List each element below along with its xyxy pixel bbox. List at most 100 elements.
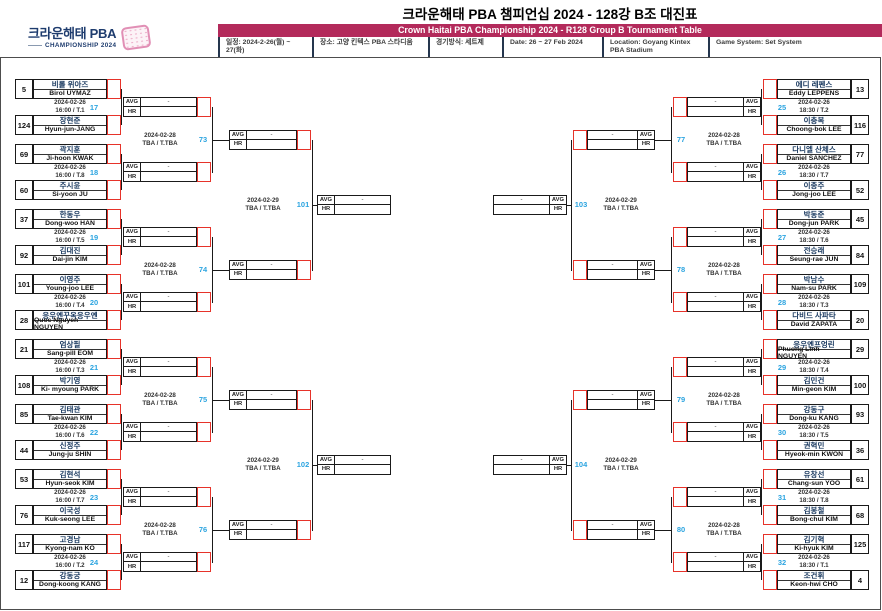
score-box	[107, 245, 121, 265]
match-venue: TBA / T.TBA	[706, 529, 742, 537]
connector-line	[312, 204, 317, 206]
connector-line	[655, 269, 671, 271]
player-name-en: Birol UYMAZ	[49, 89, 91, 97]
match-number: 29	[777, 362, 787, 372]
player-name-kr: 곽지훈	[34, 145, 106, 155]
match-venue: TBA / T.TBA	[142, 399, 178, 407]
avg-value: -	[688, 488, 743, 497]
match-number: 31	[777, 492, 787, 502]
match-venue: 18:30 / T.1	[799, 562, 829, 569]
winner-notch	[673, 487, 687, 507]
player-name-en: Seung-rae JUN	[789, 255, 839, 263]
winner-box-r2: AVG-HR	[123, 227, 197, 247]
avg-label: AVG	[743, 163, 760, 172]
match-date: 2024-02-28	[708, 261, 740, 269]
player-name-en: Hyun-seok KIM	[45, 479, 95, 487]
match-date: 2024-02-26	[54, 229, 86, 236]
connector-line	[121, 154, 122, 190]
hr-value	[494, 465, 549, 474]
connector-line	[761, 154, 762, 190]
info-gamesystem-kr: 경기방식: 세트제	[428, 37, 502, 57]
player-seed: 76	[15, 505, 33, 525]
player-name-kr: 조건휘	[778, 571, 850, 581]
avg-value: -	[141, 163, 196, 172]
winner-box-r4: AVG-HR	[317, 454, 391, 475]
hr-label: HR	[637, 269, 654, 279]
player-name-en: Min-geon KIM	[791, 385, 837, 393]
player-name-en: Hyeok-min KWON	[784, 450, 844, 458]
score-box	[763, 469, 777, 489]
avg-value: -	[247, 521, 296, 530]
logo-title: 크라운해태 PBA	[28, 25, 117, 41]
player-name-en: Dong-jun PARK	[788, 219, 840, 227]
connector-line	[655, 529, 671, 531]
player-seed: 44	[15, 440, 33, 460]
winner-box-r2: AVG-HR	[123, 292, 197, 312]
hr-label: HR	[230, 529, 247, 539]
match-venue: TBA / T.TBA	[142, 529, 178, 537]
avg-value: -	[335, 456, 390, 465]
player-seed: 37	[15, 209, 33, 229]
winner-notch	[673, 97, 687, 117]
match-venue: 16:00 / T.1	[55, 107, 85, 114]
player-seed: 68	[851, 505, 869, 525]
score-box	[107, 79, 121, 99]
player-name-kr: 권혁민	[778, 441, 850, 451]
score-box	[107, 505, 121, 525]
connector-line	[121, 89, 122, 125]
winner-notch	[297, 389, 311, 410]
winner-notch	[673, 422, 687, 442]
match-number: 17	[89, 102, 99, 112]
hr-value	[141, 302, 196, 311]
match-venue: 18:30 / T.6	[799, 237, 829, 244]
hr-value	[688, 367, 743, 376]
connector-line	[567, 204, 571, 206]
winner-box-r2: AVG-HR	[123, 97, 197, 117]
hr-label: HR	[124, 367, 141, 376]
match-number: 102	[296, 460, 310, 469]
winner-notch	[573, 259, 587, 280]
player-name-kr: 김봉철	[778, 506, 850, 516]
hr-label: HR	[743, 237, 760, 246]
player-name-en: Kyong-nam KO	[45, 544, 95, 552]
hr-label: HR	[318, 464, 335, 474]
match-number: 19	[89, 232, 99, 242]
match-number: 104	[574, 460, 588, 469]
hr-value	[141, 562, 196, 571]
avg-label: AVG	[549, 455, 566, 465]
avg-label: AVG	[637, 390, 654, 400]
hr-value	[588, 530, 637, 539]
avg-label: AVG	[230, 260, 247, 270]
hr-label: HR	[637, 139, 654, 149]
avg-value: -	[688, 163, 743, 172]
avg-label: AVG	[637, 130, 654, 140]
hr-label: HR	[318, 204, 335, 214]
hr-label: HR	[743, 172, 760, 181]
winner-notch	[197, 162, 211, 182]
hr-label: HR	[124, 172, 141, 181]
avg-value: -	[141, 293, 196, 302]
player-seed: 61	[851, 469, 869, 489]
player-seed: 93	[851, 404, 869, 424]
match-date: 2024-02-26	[798, 229, 830, 236]
connector-line	[671, 237, 672, 303]
player-name-kr: 신정주	[34, 441, 106, 451]
winner-notch	[197, 487, 211, 507]
connector-line	[121, 414, 122, 450]
hr-value	[247, 270, 296, 279]
player-name-kr: 응우옌프엉린	[778, 340, 850, 350]
match-date: 2024-02-28	[144, 391, 176, 399]
